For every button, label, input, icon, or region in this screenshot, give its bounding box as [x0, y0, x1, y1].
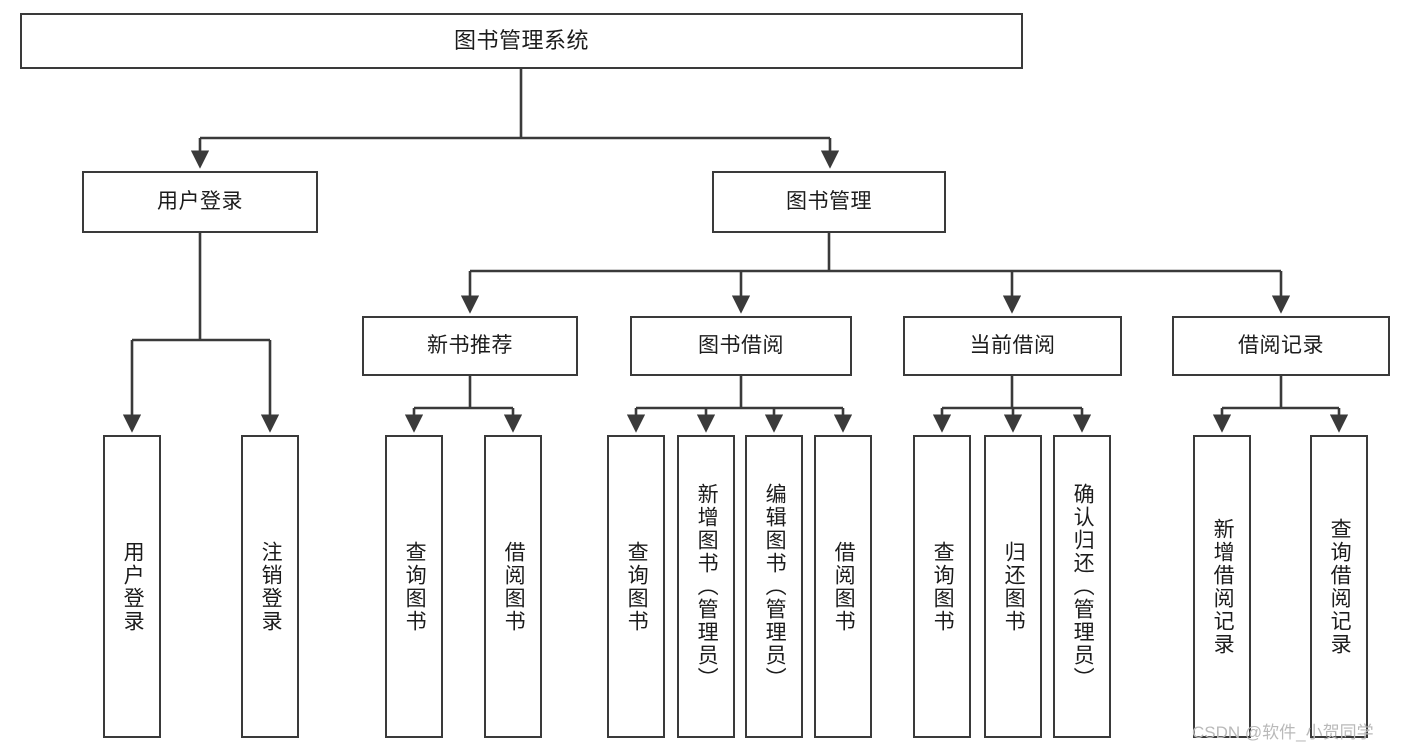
node-leaf-logout-login[interactable]: 注销登录 — [241, 435, 299, 738]
node-leaf-add-borrow-record[interactable]: 新增借阅记录 — [1193, 435, 1251, 738]
node-leaf-add-book-admin-label: 新增图书（管理员） — [695, 483, 719, 690]
node-user-login[interactable]: 用户登录 — [82, 171, 318, 233]
node-book-borrow[interactable]: 图书借阅 — [630, 316, 852, 376]
node-leaf-user-login[interactable]: 用户登录 — [103, 435, 161, 738]
node-leaf-return-book-label: 归还图书 — [1002, 540, 1026, 633]
node-root[interactable]: 图书管理系统 — [20, 13, 1023, 69]
node-borrow-record[interactable]: 借阅记录 — [1172, 316, 1390, 376]
node-leaf-query-books-current[interactable]: 查询图书 — [913, 435, 971, 738]
node-user-login-label: 用户登录 — [157, 190, 243, 214]
node-leaf-user-login-label: 用户登录 — [121, 540, 145, 633]
node-leaf-add-borrow-record-label: 新增借阅记录 — [1211, 517, 1235, 656]
node-leaf-confirm-return-admin-label: 确认归还（管理员） — [1071, 483, 1095, 690]
node-leaf-query-books-rec[interactable]: 查询图书 — [385, 435, 443, 738]
node-leaf-query-borrow-record-label: 查询借阅记录 — [1328, 517, 1352, 656]
node-new-book-recommend-label: 新书推荐 — [427, 334, 513, 358]
node-leaf-edit-book-admin[interactable]: 编辑图书（管理员） — [745, 435, 803, 738]
node-book-management-label: 图书管理 — [786, 190, 872, 214]
node-book-borrow-label: 图书借阅 — [698, 334, 784, 358]
node-leaf-confirm-return-admin[interactable]: 确认归还（管理员） — [1053, 435, 1111, 738]
node-leaf-borrow-books-rec-label: 借阅图书 — [502, 540, 526, 633]
node-leaf-borrow-books-rec[interactable]: 借阅图书 — [484, 435, 542, 738]
node-root-label: 图书管理系统 — [453, 27, 589, 53]
node-leaf-query-books-current-label: 查询图书 — [931, 540, 955, 633]
node-leaf-add-book-admin[interactable]: 新增图书（管理员） — [677, 435, 735, 738]
node-current-borrow-label: 当前借阅 — [969, 334, 1056, 358]
node-current-borrow[interactable]: 当前借阅 — [903, 316, 1122, 376]
node-leaf-query-books-borrow-label: 查询图书 — [625, 540, 649, 633]
node-new-book-recommend[interactable]: 新书推荐 — [362, 316, 578, 376]
node-leaf-borrow-book-label: 借阅图书 — [832, 540, 856, 633]
node-leaf-query-books-borrow[interactable]: 查询图书 — [607, 435, 665, 738]
node-leaf-logout-login-label: 注销登录 — [259, 540, 283, 633]
node-leaf-query-books-rec-label: 查询图书 — [403, 540, 427, 633]
node-leaf-edit-book-admin-label: 编辑图书（管理员） — [763, 483, 787, 690]
node-leaf-return-book[interactable]: 归还图书 — [984, 435, 1042, 738]
node-leaf-query-borrow-record[interactable]: 查询借阅记录 — [1310, 435, 1368, 738]
node-borrow-record-label: 借阅记录 — [1238, 334, 1324, 358]
node-leaf-borrow-book[interactable]: 借阅图书 — [814, 435, 872, 738]
node-book-management[interactable]: 图书管理 — [712, 171, 946, 233]
